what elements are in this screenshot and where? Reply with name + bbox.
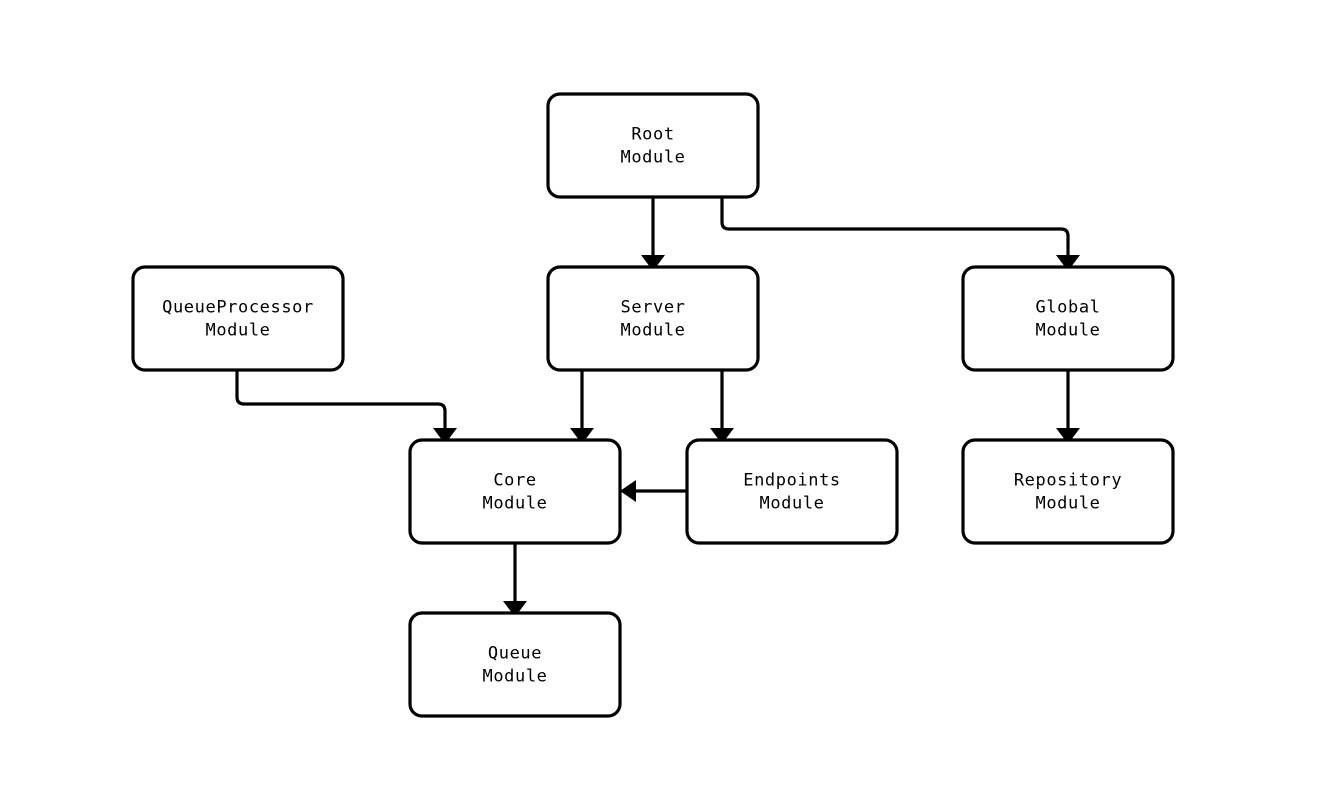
queueprocessor-module-label-line2: Module [205,321,270,341]
edge-root-to-server-arrowhead [641,255,665,271]
edge-queueprocessor-to-core [235,370,457,444]
edge-root-to-server [641,197,665,271]
queue-module-label-line2: Module [482,667,547,687]
edge-root-to-global-arrowhead [1056,255,1080,271]
edge-root-to-global-line [720,197,1070,255]
repository-module-label-line2: Module [1035,494,1100,514]
core-module-label-line2: Module [482,494,547,514]
edge-server-to-endpoints [710,370,734,444]
edge-global-to-repository-arrowhead [1056,428,1080,444]
core-module-label-line1: Core [493,471,536,491]
repository-module-box[interactable] [961,438,1175,545]
endpoints-module-box[interactable] [685,438,899,545]
edge-server-to-core-arrowhead [570,428,594,444]
global-module-label-line2: Module [1035,321,1100,341]
edge-queueprocessor-to-core-line [235,370,447,428]
edge-global-to-repository [1056,370,1080,444]
endpoints-module-label-line2: Module [759,494,824,514]
server-module-box[interactable] [546,265,760,372]
root-module-label-line2: Module [620,148,685,168]
endpoints-module-label-line1: Endpoints [743,471,841,491]
queue-module-box[interactable] [408,611,622,718]
edge-endpoints-to-core-arrowhead [620,480,636,502]
edge-endpoints-to-core [620,480,687,502]
queueprocessor-module-label-line1: QueueProcessor [162,298,314,318]
node-layer: RootModuleQueueProcessorModuleServerModu… [131,92,1175,718]
server-module-label-line2: Module [620,321,685,341]
server-module-label-line1: Server [620,298,685,318]
edge-queueprocessor-to-core-arrowhead [433,428,457,444]
edge-core-to-queue-arrowhead [503,601,527,617]
edge-layer [235,197,1080,617]
root-module-label-line1: Root [631,125,674,145]
root-module-box[interactable] [546,92,760,199]
repository-module-label-line1: Repository [1014,471,1122,491]
edge-server-to-core [570,370,594,444]
edge-core-to-queue [503,543,527,617]
queueprocessor-module-box[interactable] [131,265,345,372]
global-module-box[interactable] [961,265,1175,372]
core-module-box[interactable] [408,438,622,545]
edge-root-to-global [720,197,1080,271]
queue-module-label-line1: Queue [488,644,542,664]
global-module-label-line1: Global [1035,298,1100,318]
edge-server-to-endpoints-arrowhead [710,428,734,444]
